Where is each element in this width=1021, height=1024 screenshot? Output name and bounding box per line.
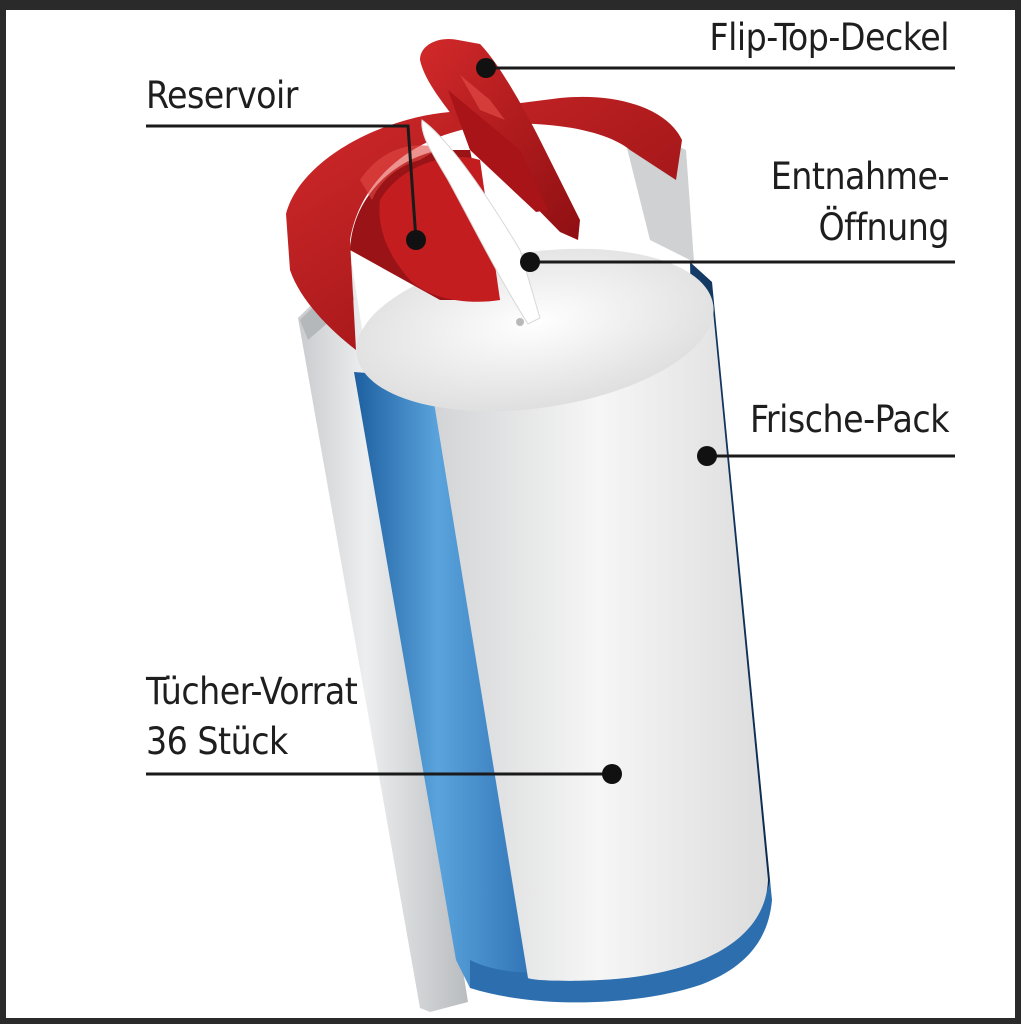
label-fresh-pack: Frische-Pack [749,398,950,441]
callout-dot-dispensing-opening [520,252,540,272]
label-dispensing-opening-line2: Öffnung [818,206,949,249]
callout-line-reservoir [146,124,418,241]
callout-dot-wipes-supply [602,764,622,784]
callout-dots [406,58,717,784]
container-cutaway-illustration [146,38,955,1012]
callout-dot-reservoir [406,230,426,250]
callout-lines [146,66,955,776]
label-dispensing-opening-line1: Entnahme- [770,155,950,198]
diagram-frame: Flip-Top-Deckel Reservoir Entnahme- Öffn… [6,10,1015,1018]
label-wipes-supply-line1: Tücher-Vorrat [146,670,358,713]
callout-dot-flip-top-lid [476,58,496,78]
label-flip-top-lid: Flip-Top-Deckel [709,16,949,59]
label-wipes-supply-line2: 36 Stück [146,720,288,763]
flip-top-lid [420,38,580,240]
label-reservoir: Reservoir [146,74,298,117]
callout-dot-fresh-pack [697,446,717,466]
wipe-sheet [421,119,541,325]
wipes-roll [356,248,768,981]
